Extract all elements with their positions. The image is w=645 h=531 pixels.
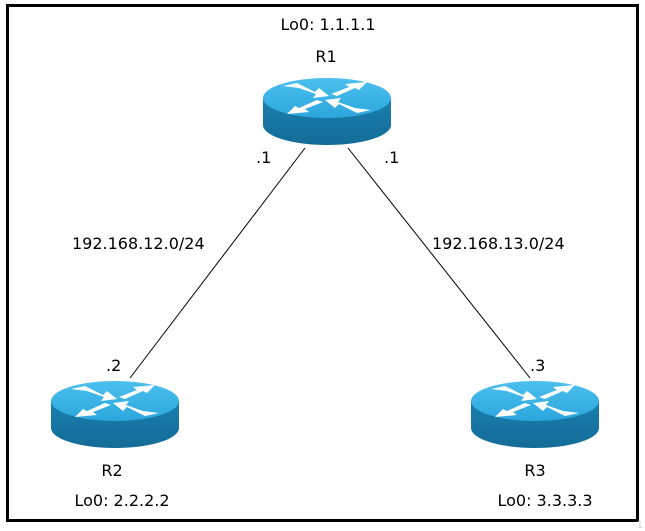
link-r1-r3 — [347, 147, 531, 379]
link-r1-r2 — [129, 147, 306, 379]
r2-interface-label: .2 — [106, 356, 121, 375]
page-number: 1 — [636, 520, 643, 531]
r3-loopback-label: Lo0: 3.3.3.3 — [497, 491, 592, 510]
link-r1-r3-subnet-label: 192.168.13.0/24 — [432, 234, 565, 253]
r1-r2-interface-label: .1 — [256, 148, 271, 167]
router-r3-icon[interactable] — [471, 381, 599, 448]
router-r2-icon[interactable] — [51, 381, 179, 448]
r3-interface-label: .3 — [530, 356, 545, 375]
r1-r3-interface-label: .1 — [384, 148, 399, 167]
r2-name-label: R2 — [101, 461, 122, 480]
r1-name-label: R1 — [315, 47, 336, 66]
r3-name-label: R3 — [524, 461, 545, 480]
router-r1-icon[interactable] — [263, 78, 391, 145]
link-r1-r2-subnet-label: 192.168.12.0/24 — [72, 234, 205, 253]
diagram-frame — [6, 4, 639, 522]
r1-loopback-label: Lo0: 1.1.1.1 — [280, 15, 375, 34]
r2-loopback-label: Lo0: 2.2.2.2 — [74, 491, 169, 510]
